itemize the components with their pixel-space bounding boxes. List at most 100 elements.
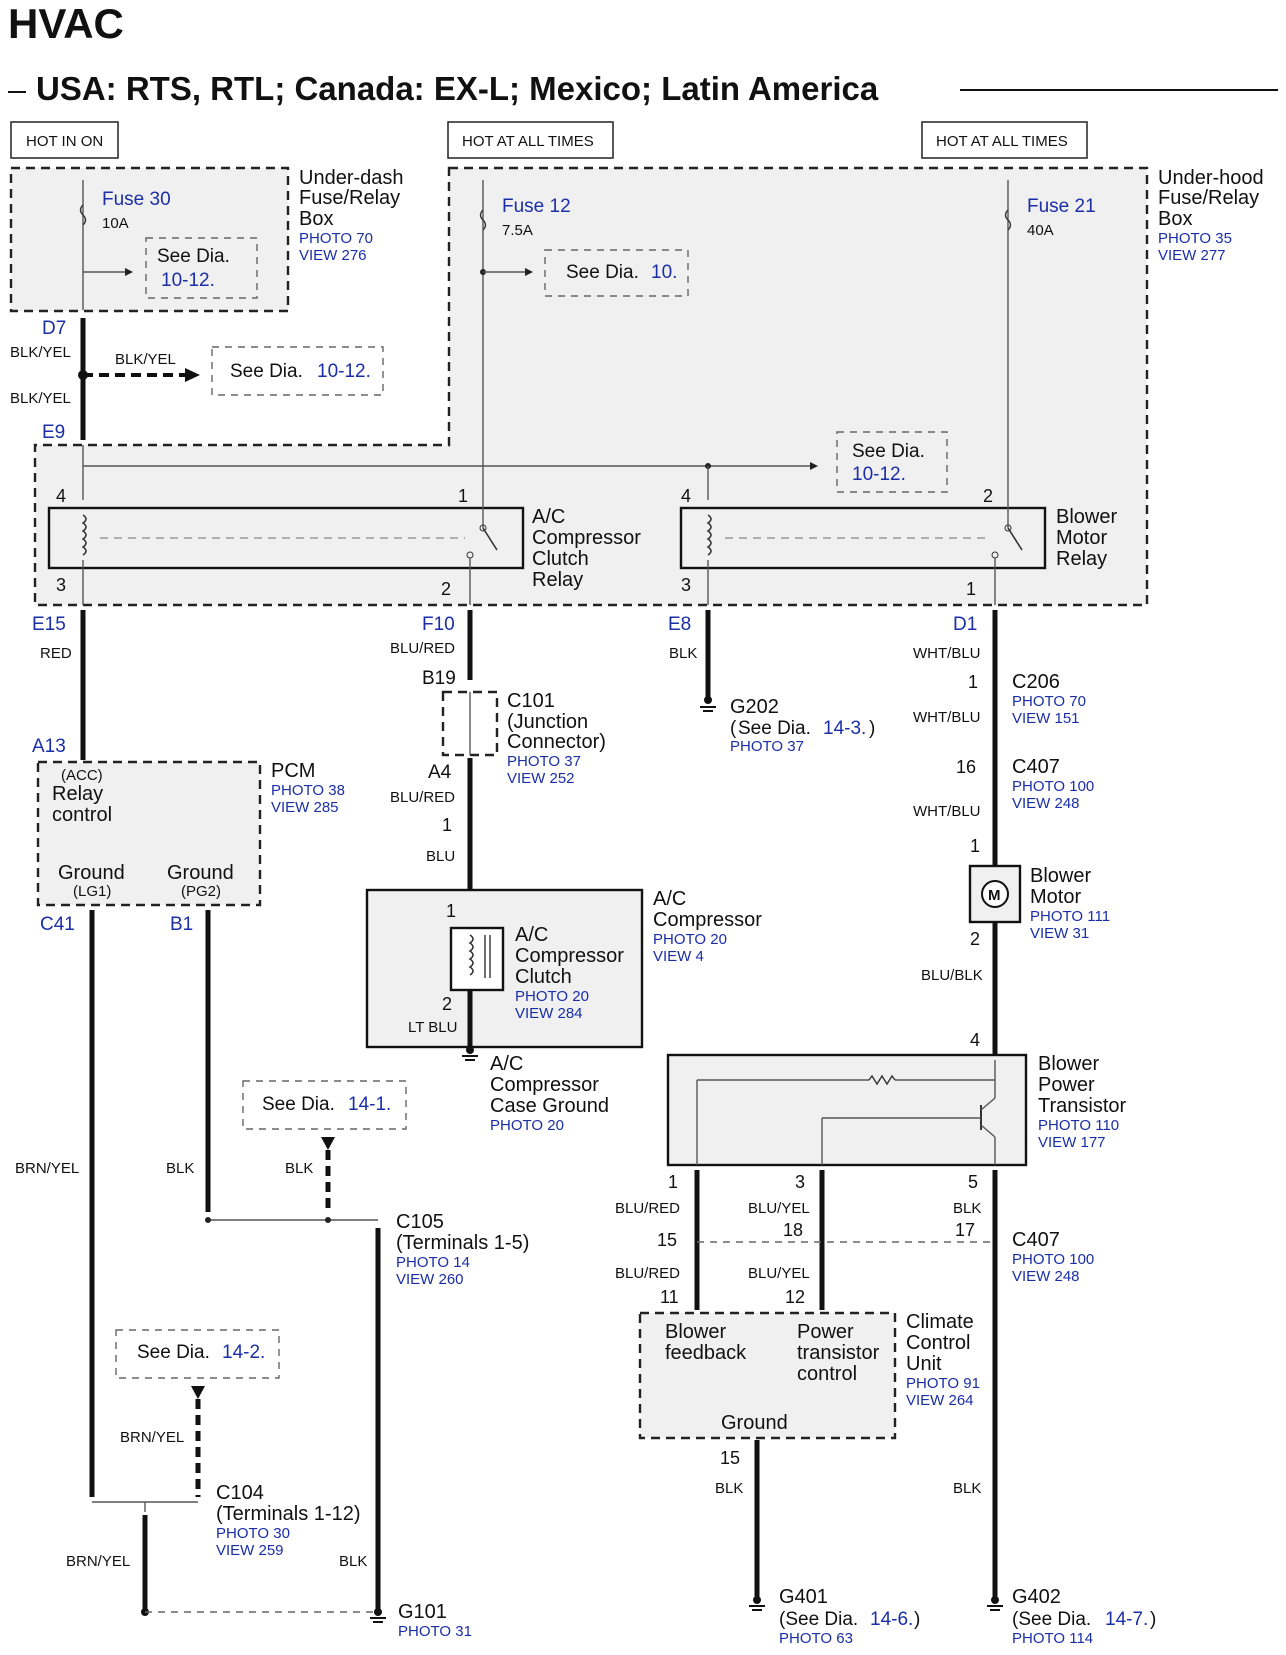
see-dia-ref: 14-1. xyxy=(348,1094,391,1115)
pin-number: 1 xyxy=(968,672,978,692)
c104-photo: PHOTO 30 xyxy=(216,1525,290,1542)
pcm-relay-control: Relay xyxy=(52,783,103,805)
wire-color-label: BLU/RED xyxy=(615,1200,680,1217)
blower-power-transistor xyxy=(666,1053,1028,1167)
ccu-power-transistor: Power xyxy=(797,1321,854,1343)
pcm-ground-code: (LG1) xyxy=(73,883,111,900)
pin-number: 2 xyxy=(442,994,452,1014)
connector-a4: A4 xyxy=(428,762,452,783)
ground-icon xyxy=(370,1617,386,1623)
wire-color-label: BLU/RED xyxy=(615,1265,680,1282)
fuse-12-label: Fuse 12 xyxy=(502,196,571,217)
underdash-fuse-box xyxy=(9,166,290,313)
page-title: HVAC xyxy=(8,0,124,47)
pcm-acc-label: (ACC) xyxy=(61,767,103,784)
see-dia-ref: 10. xyxy=(651,262,677,283)
relay-label: A/C xyxy=(532,506,565,528)
pin-number: 5 xyxy=(968,1172,978,1192)
case-ground-photo: PHOTO 20 xyxy=(490,1117,564,1134)
connector-c41: C41 xyxy=(40,914,75,935)
pin-number: 12 xyxy=(785,1287,805,1307)
connector-c407: C407 xyxy=(1012,1229,1060,1251)
see-dia-ref: 10-12. xyxy=(317,361,371,382)
wire-color-label: WHT/BLU xyxy=(913,709,981,726)
label-hot-all-times-2: HOT AT ALL TIMES xyxy=(936,133,1068,150)
fuse-12-amp: 7.5A xyxy=(502,222,533,239)
connector-e8: E8 xyxy=(668,614,691,635)
wire-color-label: WHT/BLU xyxy=(913,803,981,820)
pin-number: 4 xyxy=(56,486,66,506)
see-dia-ref: 14-7. xyxy=(1105,1609,1148,1630)
ccu-blower-feedback: feedback xyxy=(665,1342,747,1364)
c104-terminals: (Terminals 1-12) xyxy=(216,1503,360,1525)
compressor-label: Compressor xyxy=(653,909,762,931)
connector-c105: C105 xyxy=(396,1211,444,1233)
relay-label: Compressor xyxy=(532,527,641,549)
wire-color-label: WHT/BLU xyxy=(913,645,981,662)
ccu-power-transistor: transistor xyxy=(797,1342,880,1364)
pcm-label: PCM xyxy=(271,760,315,782)
underhood-label: Fuse/Relay xyxy=(1158,187,1259,209)
wire-color-label: BLU/YEL xyxy=(748,1200,810,1217)
wire-color-label: BLK xyxy=(715,1480,743,1497)
see-dia-close: ) xyxy=(914,1609,920,1630)
ground-icon xyxy=(700,706,716,712)
connector-f10: F10 xyxy=(422,614,455,635)
c206-photo: PHOTO 70 xyxy=(1012,693,1086,710)
motor-icon xyxy=(981,880,1009,908)
wire-color-label: BRN/YEL xyxy=(120,1429,184,1446)
label-hot-all-times-1: HOT AT ALL TIMES xyxy=(462,133,594,150)
ground-g202: G202 xyxy=(730,696,779,718)
blower-motor-label: Blower xyxy=(1030,865,1091,887)
motor-symbol: M xyxy=(988,887,1001,904)
pin-number: 17 xyxy=(955,1220,975,1240)
page-subtitle: USA: RTS, RTL; Canada: EX-L; Mexico; Lat… xyxy=(36,70,879,107)
wire-color-label: BLK xyxy=(953,1200,981,1217)
ground-g402: G402 xyxy=(1012,1586,1061,1608)
c407-photo: PHOTO 100 xyxy=(1012,778,1094,795)
wire-color-label: BLK/YEL xyxy=(10,344,71,361)
ground-icon xyxy=(462,1055,478,1061)
relay-label: Blower xyxy=(1056,506,1117,528)
compressor-photo: PHOTO 20 xyxy=(653,931,727,948)
ccu-power-transistor: control xyxy=(797,1363,857,1385)
wire-color-label: BLU/RED xyxy=(390,640,455,657)
relay-coil-icon xyxy=(81,514,87,556)
fuse-12-icon xyxy=(479,209,487,231)
underhood-fuse-box xyxy=(33,166,1149,607)
see-dia-label: See Dia. xyxy=(230,361,303,382)
wire-color-label: LT BLU xyxy=(408,1019,457,1036)
wire-color-label: BLK xyxy=(166,1160,194,1177)
see-dia-ref: 14-6. xyxy=(870,1609,913,1630)
underdash-label: Box xyxy=(299,208,333,230)
c105-photo: PHOTO 14 xyxy=(396,1254,470,1271)
pcm-ground-label: Ground xyxy=(58,862,125,884)
pin-number: 16 xyxy=(956,757,976,777)
c101-label: (Junction xyxy=(507,711,588,733)
clutch-label: A/C xyxy=(515,924,548,946)
connector-d1: D1 xyxy=(953,614,977,635)
see-dia-label: See Dia. xyxy=(566,262,639,283)
g202-close-paren: ) xyxy=(869,718,875,739)
see-dia-close: ) xyxy=(1150,1609,1156,1630)
clutch-coil-icon xyxy=(449,926,505,992)
see-dia-label: See Dia. xyxy=(137,1342,210,1363)
pin-number: 1 xyxy=(446,901,456,921)
fuse-30-label: Fuse 30 xyxy=(102,189,171,210)
relay-label: Motor xyxy=(1056,527,1107,549)
c206-view: VIEW 151 xyxy=(1012,710,1080,727)
c407-view: VIEW 248 xyxy=(1012,1268,1080,1285)
g402-photo: PHOTO 114 xyxy=(1012,1630,1093,1647)
connector-c407: C407 xyxy=(1012,756,1060,778)
pcm-view: VIEW 285 xyxy=(271,799,339,816)
blower-motor-photo: PHOTO 111 xyxy=(1030,908,1110,925)
relay-label: Clutch xyxy=(532,548,589,570)
wire-color-label: BLK xyxy=(339,1553,367,1570)
blower-motor-label: Motor xyxy=(1030,886,1081,908)
see-dia-label: (See Dia. xyxy=(1012,1609,1091,1630)
blower-motor-relay xyxy=(679,506,1047,570)
underhood-label: Under-hood xyxy=(1158,167,1264,189)
wire-color-label: BLU/YEL xyxy=(748,1265,810,1282)
ccu-label: Unit xyxy=(906,1353,942,1375)
resistor-icon xyxy=(868,1074,896,1086)
